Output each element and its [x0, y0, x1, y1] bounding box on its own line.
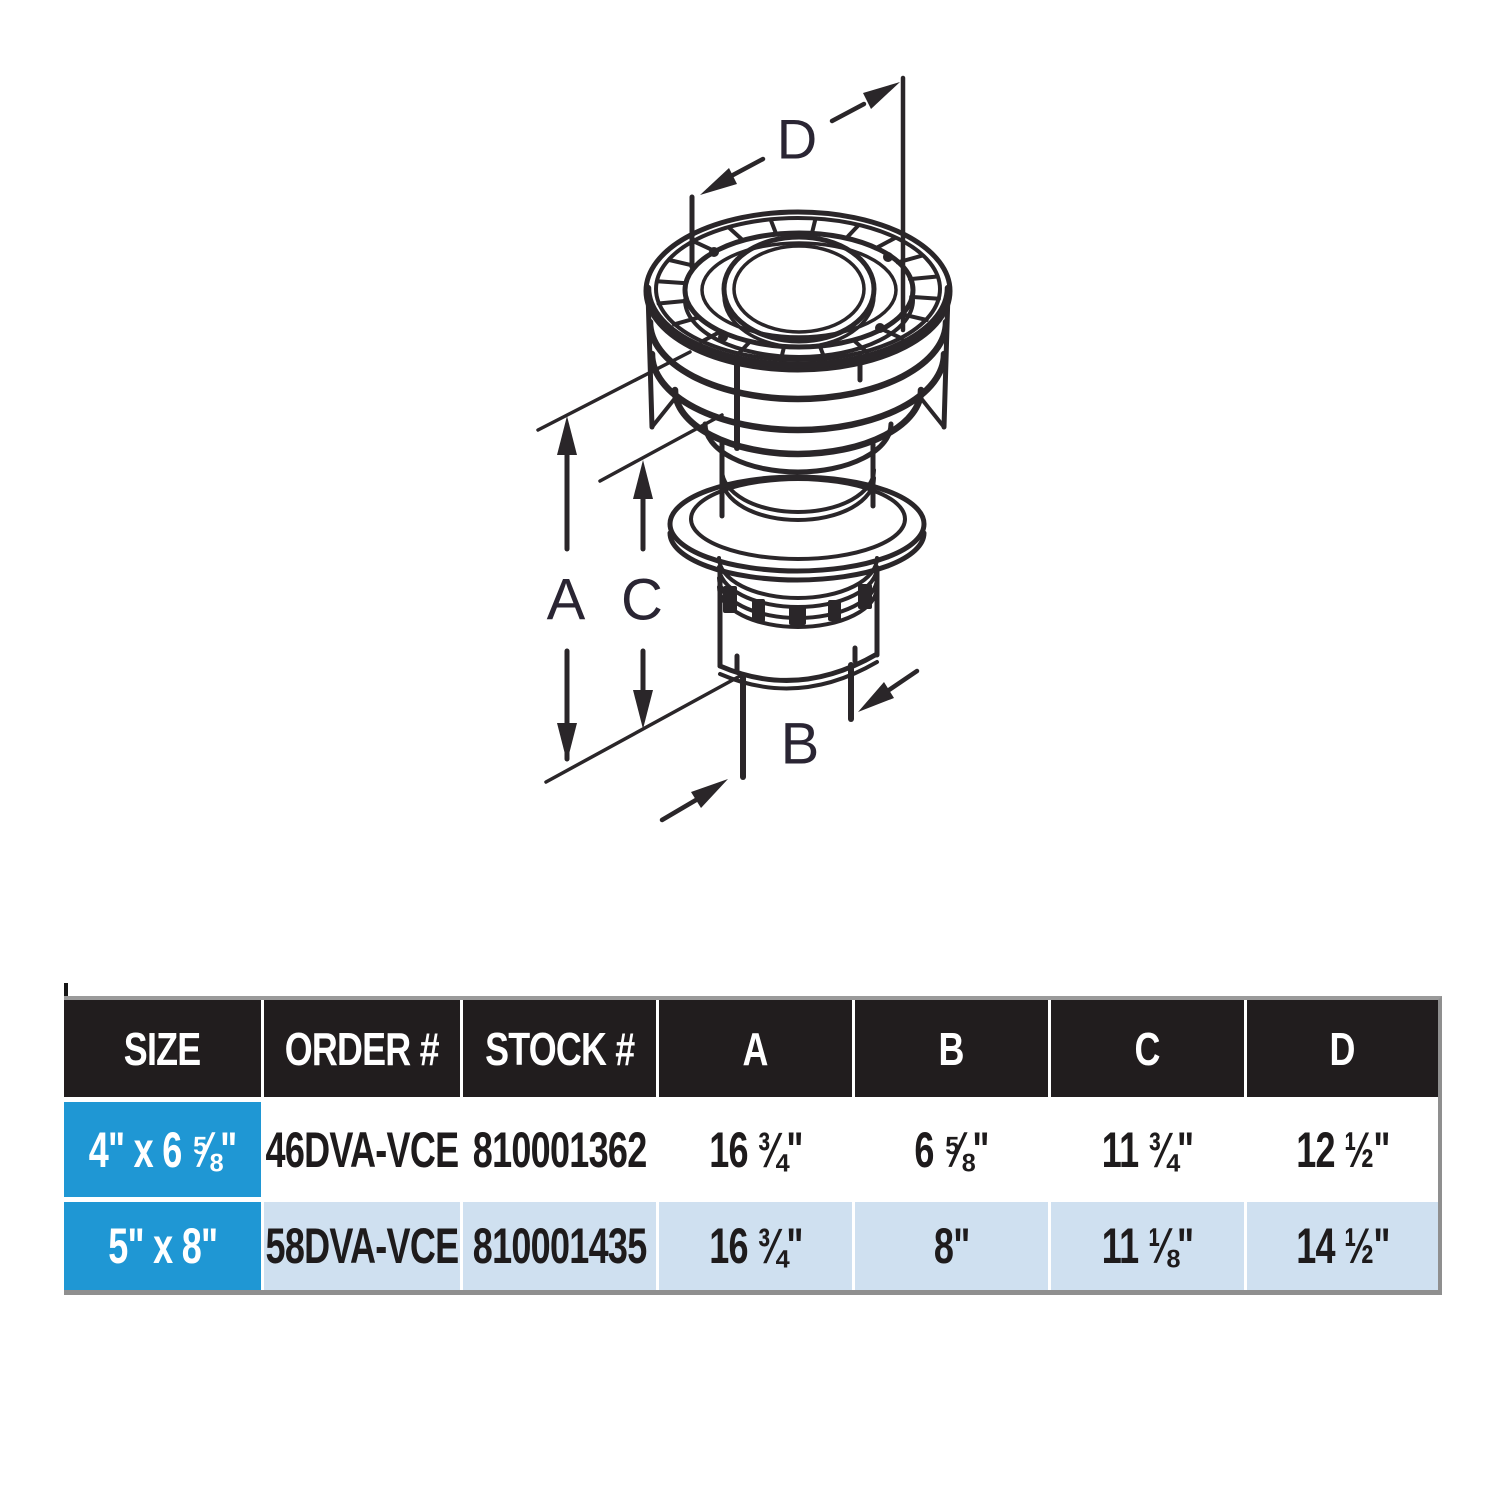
dimension-d	[689, 75, 906, 333]
table-corner-tick	[64, 983, 68, 998]
size-cell: 5" x 8"	[64, 1202, 261, 1290]
cap-top	[643, 209, 953, 373]
dimension-label-b: B	[781, 712, 820, 777]
lock-band-tabs	[723, 584, 872, 625]
arrowhead-b-right	[858, 682, 894, 712]
size-cell: 4" x 6 ⅝"	[64, 1102, 261, 1197]
arrowhead-c-top	[633, 460, 653, 499]
header-cell-a: A	[659, 1000, 852, 1097]
header-cell-order: ORDER #	[264, 1000, 460, 1097]
dim-b-cell: 6 ⅝"	[855, 1102, 1048, 1197]
header-cell-stock: STOCK #	[463, 1000, 656, 1097]
extension-line-bottom	[544, 674, 742, 784]
dim-c-cell: 11 ⅛"	[1051, 1202, 1244, 1290]
cap-louver-slats	[655, 217, 941, 363]
stock-cell: 810001435	[463, 1202, 656, 1290]
dimension-label-c: C	[621, 568, 663, 633]
dimension-label-d: D	[777, 108, 817, 171]
header-cell-c: C	[1051, 1000, 1244, 1097]
dimension-a	[536, 350, 692, 762]
order-cell: 46DVA-VCE	[264, 1102, 460, 1197]
dimension-label-a: A	[547, 568, 586, 633]
dim-a-cell: 16 ¾"	[659, 1202, 852, 1290]
arrowhead-c-bottom	[633, 690, 653, 729]
dim-d-cell: 14 ½"	[1247, 1202, 1438, 1290]
storm-collar	[667, 474, 927, 583]
header-cell-size: SIZE	[64, 1000, 261, 1097]
dim-c-cell: 11 ¾"	[1051, 1102, 1244, 1197]
stock-cell: 810001362	[463, 1102, 656, 1197]
dimension-b	[659, 668, 920, 823]
header-cell-d: D	[1247, 1000, 1438, 1097]
cap-drum	[644, 284, 952, 475]
arrowhead-d-right	[863, 82, 900, 109]
dim-a-cell: 16 ¾"	[659, 1102, 852, 1197]
order-cell: 58DVA-VCE	[264, 1202, 460, 1290]
spec-table: SIZE ORDER # STOCK # A B C D 4" x 6 ⅝" 4…	[64, 996, 1442, 1295]
dim-d-cell: 12 ½"	[1247, 1102, 1438, 1197]
arrowhead-d-left	[700, 168, 737, 195]
arrowhead-a-bottom	[557, 723, 577, 762]
arrowhead-a-top	[557, 416, 577, 455]
arrowhead-b-left	[691, 779, 728, 808]
header-cell-b: B	[855, 1000, 1048, 1097]
dim-b-cell: 8"	[855, 1202, 1048, 1290]
